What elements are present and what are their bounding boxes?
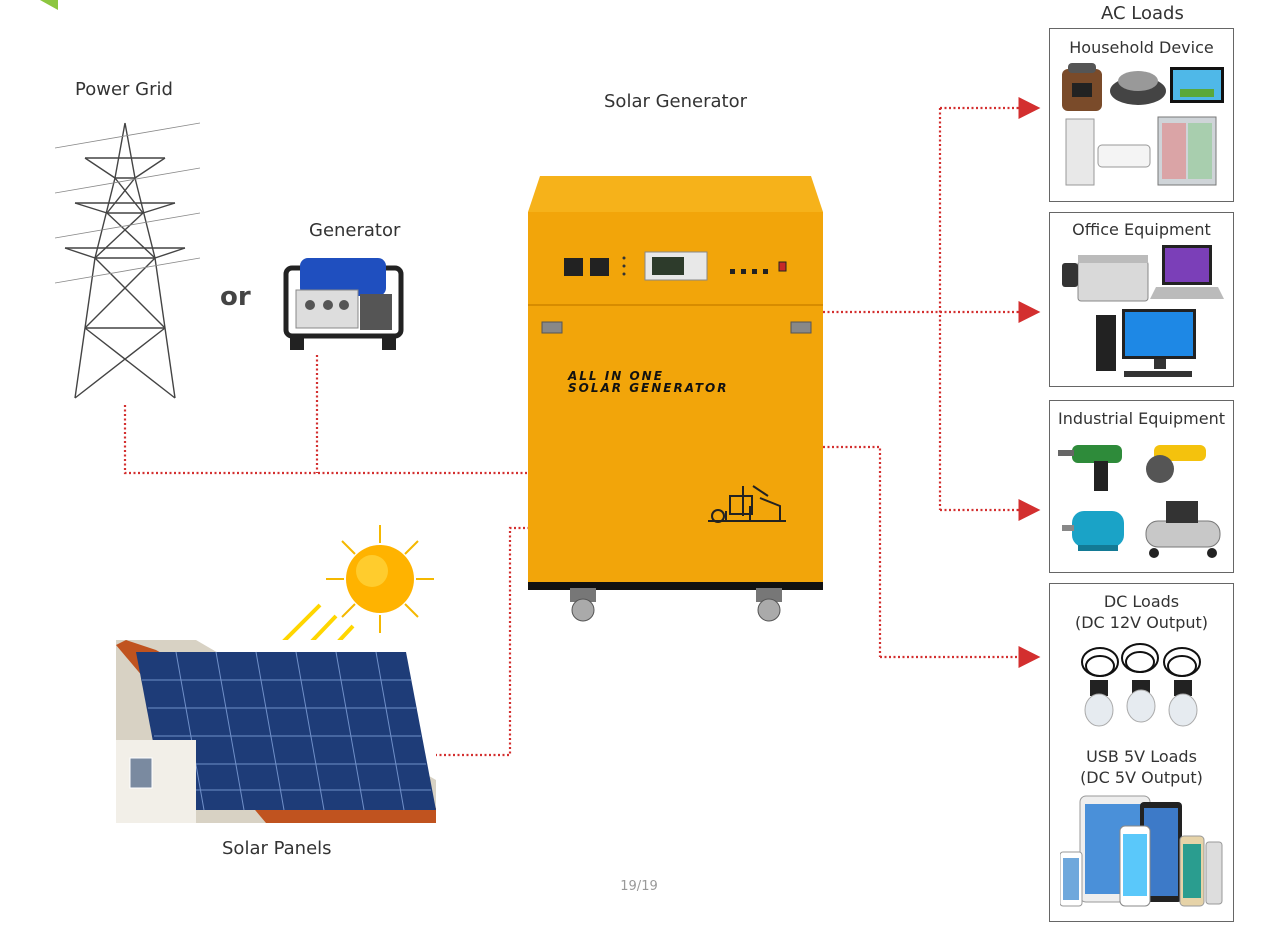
tv-icon (1170, 67, 1224, 103)
page-number: 19/19 (620, 879, 658, 894)
generator-label: Generator (309, 220, 401, 241)
grid-line (123, 405, 530, 475)
angle-grinder-icon (1146, 445, 1206, 483)
brand-line-2: SOLAR GENERATOR (568, 381, 729, 395)
device-brand-text: ALL IN ONE SOLAR GENERATOR (568, 370, 729, 394)
ac-loads-label: AC Loads (1101, 3, 1184, 24)
office-equipment-box: Office Equipment (1049, 212, 1234, 387)
brand-line-1: ALL IN ONE (568, 369, 664, 383)
sun-icon (253, 525, 434, 690)
induction-cooker-icon (1110, 71, 1166, 105)
dc-feed-line (823, 445, 882, 657)
dc-loads-subtitle: (DC 12V Output) (1074, 613, 1209, 632)
dc-loads-box: DC Loads (DC 12V Output) USB 5V Loads (D… (1049, 583, 1234, 922)
corner-accent (40, 0, 58, 10)
power-tower-icon (55, 122, 200, 399)
industrial-equipment-box: Industrial Equipment (1049, 400, 1234, 573)
usb-loads-subtitle: (DC 5V Output) (1080, 768, 1203, 787)
laptop-icon (1150, 245, 1224, 299)
industrial-equipment-title: Industrial Equipment (1058, 409, 1225, 428)
generator-icon (283, 258, 404, 350)
office-equipment-title: Office Equipment (1072, 220, 1211, 239)
household-device-box: Household Device (1049, 28, 1234, 202)
household-icons (1062, 63, 1224, 186)
solar-roof-icon (116, 640, 436, 823)
refrigerator-icon (1157, 116, 1217, 186)
power-grid-label: Power Grid (75, 79, 173, 100)
or-label: or (220, 282, 251, 312)
dc-loads-title: DC Loads (1103, 592, 1180, 611)
industrial-icons (1058, 445, 1221, 558)
usb-loads-title: USB 5V Loads (1086, 747, 1197, 766)
air-compressor-icon (1145, 501, 1221, 558)
electric-motor-icon (1062, 511, 1124, 551)
solar-panels-label: Solar Panels (222, 838, 332, 859)
tablet-phone-icon (1060, 795, 1223, 907)
led-bulb-icon (1081, 643, 1201, 727)
solar-generator-label: Solar Generator (604, 91, 747, 112)
drill-icon (1058, 445, 1122, 491)
household-device-title: Household Device (1069, 38, 1214, 57)
pressure-cooker-icon (1062, 63, 1102, 111)
air-conditioner-icon (1065, 118, 1151, 186)
desktop-computer-icon (1096, 309, 1196, 377)
office-icons (1062, 245, 1224, 377)
printer-icon (1062, 255, 1149, 302)
solar-generator-cabinet-icon: ALL IN ONE SOLAR GENERATOR (528, 176, 823, 626)
